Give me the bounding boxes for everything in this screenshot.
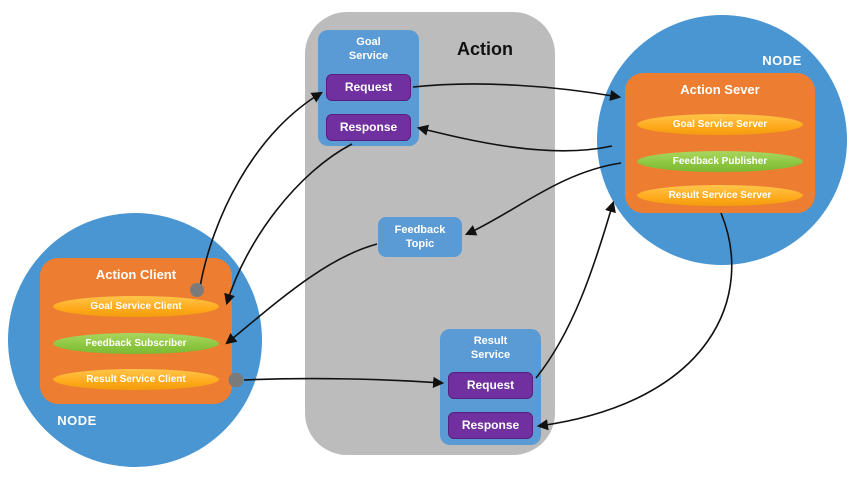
- action-client-title: Action Client: [95, 267, 177, 282]
- feedback-topic-title: Feedback Topic: [394, 224, 446, 251]
- goal-response-button: Response: [326, 114, 411, 141]
- action-panel-title: Action: [457, 39, 513, 59]
- result-response-button: Response: [448, 412, 533, 439]
- goal-service-server-pill: Goal Service Server: [637, 114, 803, 135]
- feedback-publisher-pill: Feedback Publisher: [637, 151, 803, 172]
- goal-request-button: Request: [326, 74, 411, 101]
- action-client-box: Action Client Goal Service Client Feedba…: [40, 258, 232, 404]
- result-service-box: Result Service Request Response: [440, 329, 541, 445]
- action-server-title: Action Sever: [680, 82, 760, 97]
- client-node-label: NODE: [57, 413, 97, 428]
- action-server-box: Action Sever Goal Service Server Feedbac…: [625, 73, 815, 213]
- result-request-button: Request: [448, 372, 533, 399]
- server-node-label: NODE: [762, 53, 802, 68]
- goal-service-title: Goal Service: [348, 36, 389, 63]
- result-service-title: Result Service: [470, 335, 511, 362]
- feedback-subscriber-pill: Feedback Subscriber: [53, 333, 219, 354]
- result-service-client-pill: Result Service Client: [53, 369, 219, 390]
- goal-service-box: Goal Service Request Response: [318, 30, 419, 146]
- feedback-topic-box: Feedback Topic: [378, 217, 462, 257]
- result-service-server-pill: Result Service Server: [637, 185, 803, 206]
- goal-service-client-pill: Goal Service Client: [53, 296, 219, 317]
